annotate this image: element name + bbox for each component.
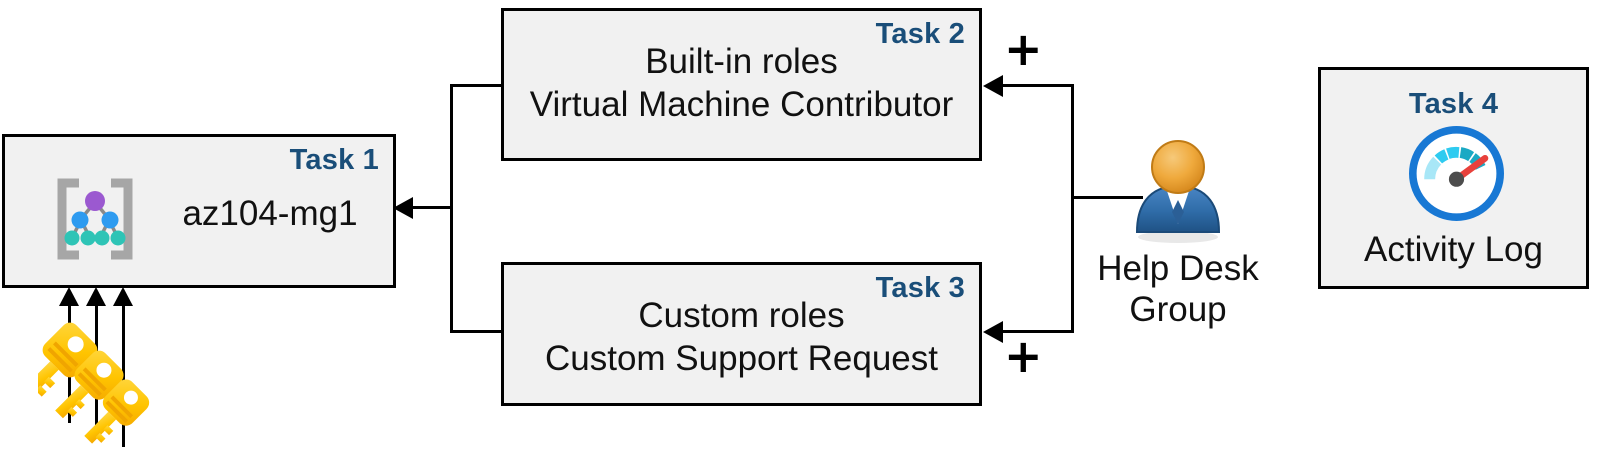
help-desk-group-label: Help Desk Group xyxy=(1097,249,1259,330)
task-1-label: Task 1 xyxy=(289,144,379,176)
task-4-label: Task 4 xyxy=(1408,88,1499,120)
task-4-text: Activity Log xyxy=(1364,230,1543,269)
task-2-box[interactable]: Task 2 Built-in roles Virtual Machine Co… xyxy=(501,8,982,161)
connector-task2-left-stub xyxy=(450,84,503,87)
key-icon xyxy=(38,322,150,444)
arrow-into-task1 xyxy=(393,197,413,219)
help-desk-group-actor[interactable]: Help Desk Group xyxy=(1093,138,1263,338)
key-arrow-head-3 xyxy=(113,287,133,306)
connector-to-task1-line xyxy=(412,206,453,209)
connector-person-to-bus xyxy=(1071,196,1143,199)
plus-sign-task2: + xyxy=(1004,22,1043,76)
plus-sign-task3: + xyxy=(1004,329,1043,383)
user-group-icon xyxy=(1125,138,1231,244)
task-3-box[interactable]: Task 3 Custom roles Custom Support Reque… xyxy=(501,262,982,406)
key-icon-group xyxy=(38,318,168,449)
task-2-text: Built-in roles Virtual Machine Contribut… xyxy=(529,42,954,124)
connector-task3-left-stub xyxy=(450,330,503,333)
task-3-label: Task 3 xyxy=(875,272,965,304)
connector-bus-to-task2 xyxy=(1002,84,1074,87)
connector-right-bus-vertical xyxy=(1071,84,1074,333)
task-4-box[interactable]: Task 4 Activity Log xyxy=(1318,67,1589,289)
arrow-into-task3 xyxy=(983,321,1003,343)
task-1-box[interactable]: Task 1 xyxy=(2,134,396,288)
arrow-into-task2 xyxy=(983,75,1003,97)
activity-log-gauge-icon xyxy=(1409,126,1504,221)
task-3-text: Custom roles Custom Support Request xyxy=(545,296,938,378)
connector-bus-to-task3 xyxy=(1002,330,1074,333)
management-group-icon xyxy=(49,175,141,263)
task-2-label: Task 2 xyxy=(875,18,965,50)
key-arrow-head-1 xyxy=(59,287,79,306)
key-arrow-head-2 xyxy=(86,287,106,306)
task-1-text: az104-mg1 xyxy=(182,194,358,233)
